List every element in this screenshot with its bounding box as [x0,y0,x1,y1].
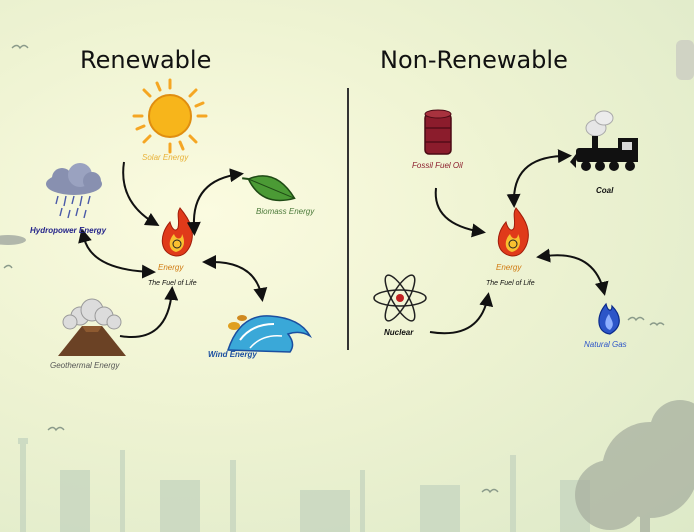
gas-flame-icon [598,302,620,335]
tree-silhouette [575,400,694,532]
geothermal-icon [58,298,126,356]
fossil-fuel-oil-label: Fossil Fuel Oil [412,161,463,170]
wind-wave-icon [226,315,313,353]
oil-barrel-icon [424,109,452,155]
atom-icon [373,274,427,322]
sun-icon [132,78,208,154]
solar-energy-label: Solar Energy [142,153,189,162]
fuel-of-life-label: The Fuel of Life [486,280,535,287]
energy-center-label: Energy [496,263,522,272]
fuel-of-life-label: The Fuel of Life [148,280,197,287]
birds [3,44,665,494]
rain-cloud-icon [46,163,102,219]
arrows-renewable [78,161,268,338]
renewable-title: Renewable [80,46,212,74]
coal-label: Coal [596,186,614,195]
energy-center-label: Energy [158,263,184,272]
leaf-icon [242,175,296,202]
natural-gas-label: Natural Gas [584,340,627,349]
hydropower-energy-label: Hydropower Energy [30,226,107,235]
train-icon [570,110,638,171]
wind-energy-label: Wind Energy [208,350,257,359]
flame-icon [161,207,193,257]
flame-icon [497,207,529,257]
divider-line [347,88,349,350]
nuclear-label: Nuclear [384,328,414,337]
nonrenewable-title: Non-Renewable [380,46,568,74]
biomass-energy-label: Biomass Energy [256,207,315,216]
arrows-nonrenewable [429,149,609,335]
geothermal-energy-label: Geothermal Energy [50,361,120,370]
